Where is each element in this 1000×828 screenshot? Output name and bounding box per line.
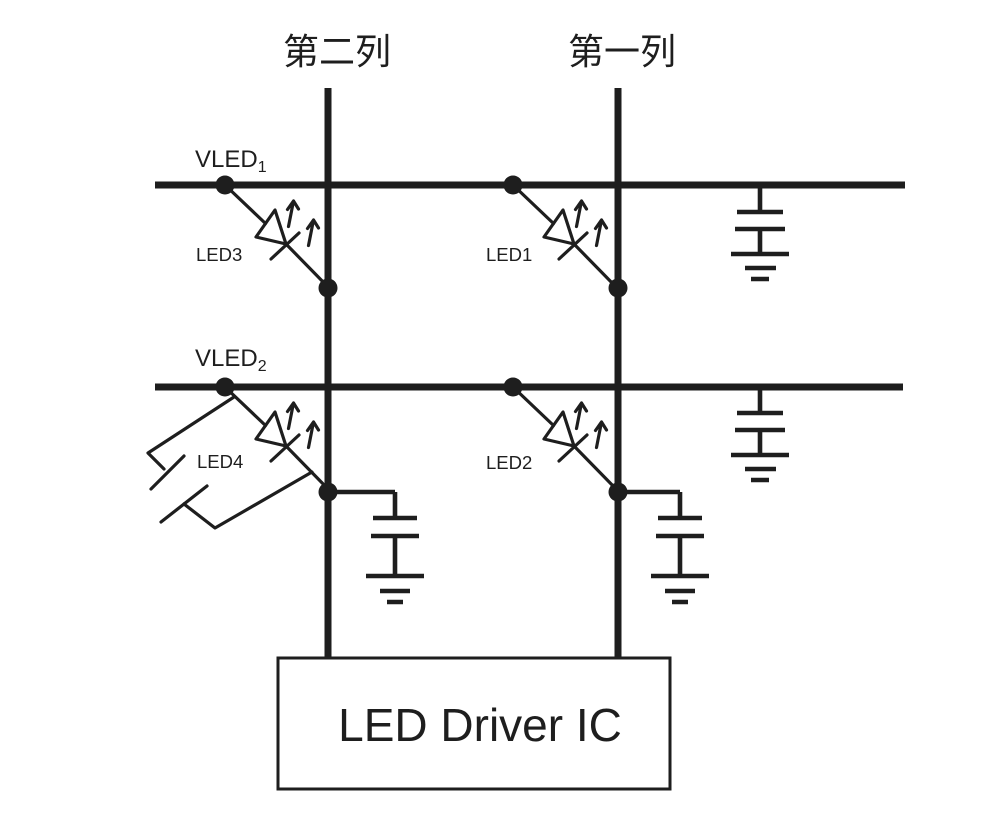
light-emission-arrow	[573, 199, 589, 229]
cathode-bar	[557, 433, 589, 463]
vled1-label-subscript: 1	[258, 159, 267, 176]
led-driver-ic-box	[276, 656, 672, 791]
ground-symbol	[731, 251, 789, 282]
capacitor-to-ground-column2	[330, 489, 424, 605]
vled1-label: VLED1	[195, 146, 267, 176]
led2-symbol	[511, 385, 620, 493]
junction-dot	[215, 175, 235, 195]
junction-dot	[503, 377, 523, 397]
light-emission-arrow	[285, 199, 301, 229]
diode-triangle	[254, 208, 288, 246]
cathode-bar	[269, 231, 301, 261]
cathode-lead	[284, 444, 332, 493]
light-emission-arrow	[573, 401, 589, 431]
vled2-label: VLED2	[195, 345, 267, 375]
capacitor-lead	[330, 489, 398, 518]
light-emission-arrow	[593, 218, 609, 248]
led3-label: LED3	[196, 244, 242, 265]
diode-triangle	[542, 208, 576, 246]
cathode-bar	[557, 231, 589, 261]
diode-triangle	[254, 410, 288, 448]
capacitor-plate	[149, 454, 186, 491]
junction-dot	[215, 377, 235, 397]
light-emission-arrow	[285, 401, 301, 431]
led4-label: LED4	[197, 451, 243, 472]
capacitor-to-ground-row1	[731, 188, 789, 282]
led4-symbol	[223, 385, 332, 493]
parallel-capacitor-branch	[146, 395, 314, 530]
led1-symbol	[511, 183, 620, 291]
junction-dot	[608, 278, 628, 298]
light-emission-arrow	[305, 420, 321, 450]
diode-triangle	[542, 410, 576, 448]
ground-symbol	[651, 573, 709, 605]
cathode-lead	[572, 444, 620, 493]
led2-label: LED2	[486, 452, 532, 473]
capacitor-lead	[146, 395, 236, 471]
column1-header: 第一列	[568, 31, 676, 72]
led-driver-ic-label: LED Driver IC	[338, 699, 622, 751]
ground-symbol	[731, 452, 789, 483]
vled1-label-base: VLED	[195, 146, 258, 173]
light-emission-arrow	[305, 218, 321, 248]
led3-symbol	[223, 183, 332, 291]
cathode-lead	[572, 242, 620, 291]
ground-symbol	[366, 573, 424, 605]
junction-dot	[318, 482, 338, 502]
junction-dot	[608, 482, 628, 502]
vled2-label-subscript: 2	[258, 358, 267, 375]
capacitor-to-ground-row2	[731, 390, 789, 483]
led1-label: LED1	[486, 244, 532, 265]
junction-dot	[318, 278, 338, 298]
capacitor-to-ground-column1	[620, 489, 709, 605]
capacitor-lead	[182, 470, 314, 530]
light-emission-arrow	[593, 420, 609, 450]
vled2-label-base: VLED	[195, 345, 258, 372]
cathode-bar	[269, 433, 301, 463]
column2-header: 第二列	[283, 31, 391, 72]
capacitor-lead	[620, 489, 683, 518]
junction-dot	[503, 175, 523, 195]
